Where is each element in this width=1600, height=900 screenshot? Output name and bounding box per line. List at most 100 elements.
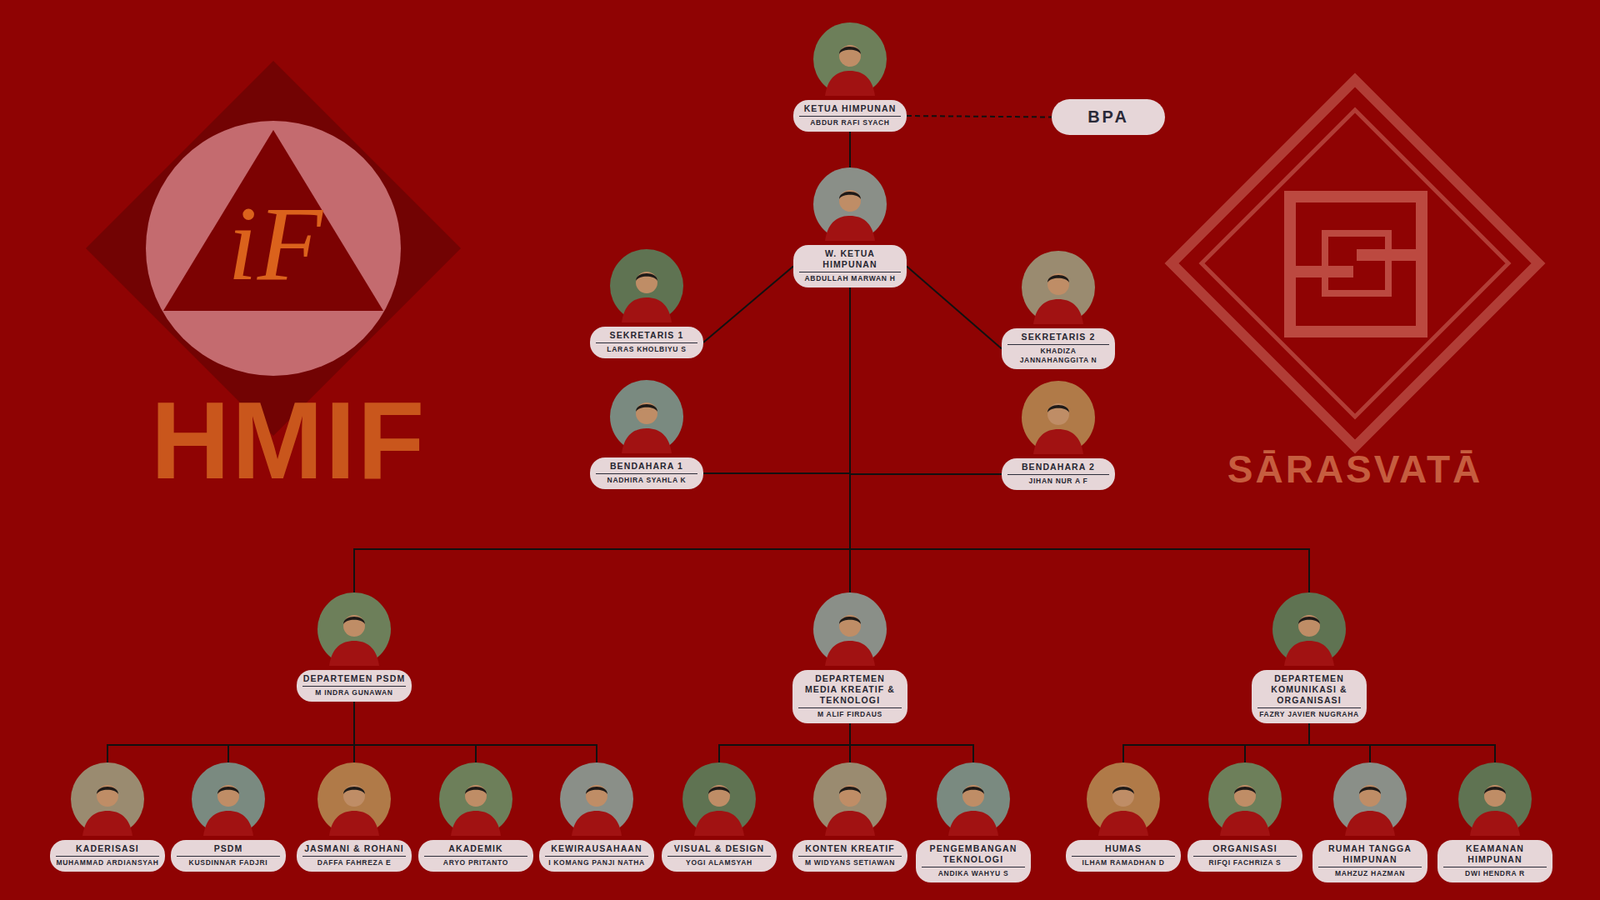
name-pill: PSDMKUSDINNAR FADJRI [170,840,286,872]
name-pill: KEWIRAUSAHAANI KOMANG PANJI NATHA [539,840,655,872]
name-pill: PENGEMBANGAN TEKNOLOGIANDIKA WAHYU S [915,840,1031,883]
member-name: M ALIF FIRDAUS [798,710,902,720]
member-name: KUSDINNAR FADJRI [176,858,280,868]
role-title: KEAMANAN HIMPUNAN [1443,843,1547,868]
member-photo [70,762,145,836]
name-pill: W. KETUA HIMPUNANABDULLAH MARWAN H [793,245,907,288]
role-title: AKADEMIK [424,843,528,857]
org-node: HUMASILHAM RAMADHAN D [1065,762,1181,872]
member-photo [610,380,684,454]
body-label: BPA [1058,107,1159,127]
member-photo [317,592,391,666]
connector [1245,723,1310,763]
member-name: JIHAN NUR A F [1007,476,1110,486]
member-name: DAFFA FAHREZA E [302,858,406,868]
name-pill: KADERISASIMUHAMMAD ARDIANSYAH [50,840,165,872]
org-node: ORGANISASIRIFQI FACHRIZA S [1187,762,1303,872]
org-node: AKADEMIKARYO PRITANTO [418,762,534,872]
name-pill: AKADEMIKARYO PRITANTO [418,840,534,872]
member-name: ARYO PRITANTO [424,858,528,868]
member-name: MAHZUZ HAZMAN [1318,869,1422,879]
org-node: SEKRETARIS 1LARAS KHOLBIYU S [590,249,704,359]
member-photo [813,22,887,96]
name-pill: SEKRETARIS 2KHADIZA JANNAHANGGITA N [1001,328,1115,370]
name-pill: ORGANISASIRIFQI FACHRIZA S [1187,840,1303,872]
member-name: LARAS KHOLBIYU S [595,345,698,355]
name-pill: BENDAHARA 2JIHAN NUR A F [1001,458,1115,490]
member-name: ANDIKA WAHYU S [921,869,1025,879]
role-title: BENDAHARA 1 [595,460,698,475]
role-title: HUMAS [1071,843,1175,857]
connector [354,701,476,763]
connector [354,701,597,763]
name-pill: KONTEN KREATIFM WIDYANS SETIAWAN [792,840,908,872]
member-photo [1021,250,1095,325]
role-title: DEPARTEMEN PSDM [302,673,406,687]
org-node: KETUA HIMPUNANABDUR RAFI SYACH [793,22,907,132]
role-title: VISUAL & DESIGN [667,843,771,857]
member-photo [1458,762,1532,836]
connector [906,115,1052,118]
member-photo [610,249,684,323]
logo-text: HMIF [105,385,472,496]
member-photo [191,762,265,836]
connector [107,701,355,763]
member-name: ABDULLAH MARWAN H [799,274,901,284]
member-photo [1208,762,1282,836]
member-photo [1333,762,1407,836]
role-title: PENGEMBANGAN TEKNOLOGI [921,843,1025,868]
member-photo [1086,762,1160,836]
role-title: DEPARTEMEN MEDIA KREATIF & TEKNOLOGI [798,673,902,709]
role-title: JASMANI & ROHANI [302,843,406,857]
member-photo [1021,380,1095,455]
role-title: KETUA HIMPUNAN [799,103,901,117]
org-node: RUMAH TANGGA HIMPUNANMAHZUZ HAZMAN [1312,762,1428,883]
member-name: I KOMANG PANJI NATHA [545,858,649,868]
member-name: NADHIRA SYAHLA K [595,475,698,485]
member-name: M WIDYANS SETIAWAN [798,858,902,868]
sarasvata-logo [1171,80,1539,447]
role-title: DEPARTEMEN KOMUNIKASI & ORGANISASI [1257,673,1361,709]
org-node: BPA [1051,99,1165,135]
member-photo [813,592,887,666]
org-node: JASMANI & ROHANIDAFFA FAHREZA E [296,762,412,872]
hmif-logo [85,60,461,436]
org-node: VISUAL & DESIGNYOGI ALAMSYAH [661,762,777,872]
org-node: KEWIRAUSAHAANI KOMANG PANJI NATHA [539,762,655,872]
connector [703,266,794,344]
name-pill: DEPARTEMEN MEDIA KREATIF & TEKNOLOGIM AL… [792,670,908,724]
org-node: PSDMKUSDINNAR FADJRI [170,762,286,872]
role-title: BENDAHARA 2 [1007,461,1110,475]
name-pill: SEKRETARIS 1LARAS KHOLBIYU S [590,326,704,359]
member-name: M INDRA GUNAWAN [302,688,406,698]
name-pill: KETUA HIMPUNANABDUR RAFI SYACH [793,100,907,132]
org-node: W. KETUA HIMPUNANABDULLAH MARWAN H [793,167,907,288]
connector [703,287,850,474]
name-pill: JASMANI & ROHANIDAFFA FAHREZA E [296,840,412,872]
member-photo [439,762,513,836]
name-pill: VISUAL & DESIGNYOGI ALAMSYAH [661,840,777,872]
role-title: KADERISASI [55,843,160,857]
role-title: RUMAH TANGGA HIMPUNAN [1318,843,1422,868]
member-photo [936,762,1010,836]
org-node: SEKRETARIS 2KHADIZA JANNAHANGGITA N [1001,250,1115,370]
member-name: YOGI ALAMSYAH [667,858,771,868]
connector [850,723,974,763]
member-photo [317,762,391,836]
org-node: BENDAHARA 1NADHIRA SYAHLA K [590,380,704,490]
org-node: DEPARTEMEN MEDIA KREATIF & TEKNOLOGIM AL… [792,592,908,724]
member-name: RIFQI FACHRIZA S [1193,858,1297,868]
org-node: KADERISASIMUHAMMAD ARDIANSYAH [50,762,165,872]
role-title: KEWIRAUSAHAAN [545,843,649,857]
connector [849,131,851,168]
role-title: SEKRETARIS 2 [1007,331,1110,345]
org-node: KONTEN KREATIFM WIDYANS SETIAWAN [792,762,908,872]
logo-wordmark: SĀRASVATĀ [1171,450,1539,489]
connector [228,701,355,763]
name-pill: RUMAH TANGGA HIMPUNANMAHZUZ HAZMAN [1312,840,1428,883]
member-name: MUHAMMAD ARDIANSYAH [55,858,160,868]
member-name: DWI HENDRA R [1443,869,1547,879]
member-name: ILHAM RAMADHAN D [1071,858,1175,868]
org-node: DEPARTEMEN KOMUNIKASI & ORGANISASIFAZRY … [1251,592,1367,724]
role-title: PSDM [176,843,280,857]
